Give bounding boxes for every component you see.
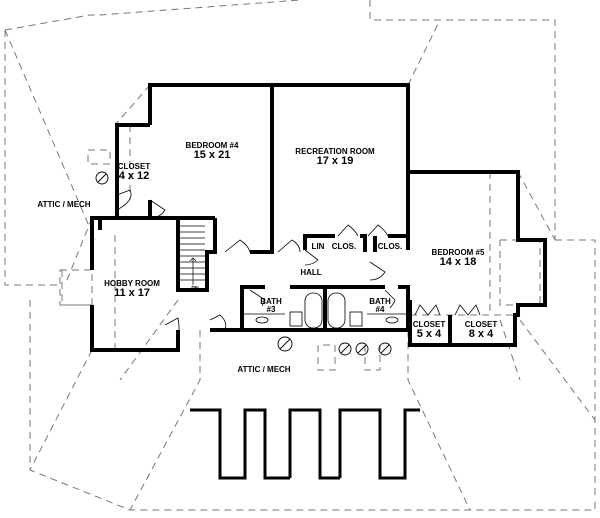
walls [90, 83, 547, 352]
recreation-name: RECREATION ROOM [295, 147, 375, 156]
bath3-label: BATH#3 [260, 297, 282, 315]
closet-left-walls [115, 123, 150, 215]
stair-treads [180, 225, 205, 285]
vent-icons [95, 171, 392, 356]
bedroom5-name: BEDROOM #5 [431, 248, 485, 257]
bath4-label: BATH#4 [369, 297, 391, 315]
bedroom4-walls [148, 83, 410, 250]
bedroom5-walls [408, 170, 547, 347]
hobby-walls [90, 216, 215, 270]
bedroom4-size: 15 x 21 [193, 149, 231, 162]
clos2-label: CLOS. [377, 242, 403, 251]
closet-b-name: CLOSET [464, 320, 498, 329]
stair-down-label: DN [191, 286, 199, 292]
attic-bottom-label: ATTIC / MECH [237, 365, 291, 374]
stair-walls [176, 218, 217, 292]
attic-legs [190, 408, 420, 480]
attic-left-label: ATTIC / MECH [37, 200, 91, 209]
closet-a-name: CLOSET [412, 320, 446, 329]
closet-left-size: 4 x 12 [118, 170, 150, 183]
lin-label: LIN [311, 242, 325, 251]
hobby-size: 11 x 17 [113, 287, 151, 300]
closet-b-size: 8 x 4 [468, 328, 494, 341]
door-swings [116, 189, 481, 336]
bath4-num: #4 [375, 305, 385, 315]
bath-fixtures [243, 292, 408, 329]
hobby-name: HOBBY ROOM [104, 279, 160, 288]
bedroom5-size: 14 x 18 [439, 256, 477, 269]
bath3-num: #3 [266, 305, 276, 315]
bath4-name: BATH [369, 297, 391, 306]
recreation-size: 17 x 19 [316, 155, 354, 168]
clos1-label: CLOS. [331, 242, 357, 251]
closet-left-name: CLOSET [117, 162, 151, 171]
bath-walls [240, 285, 265, 330]
bath3-name: BATH [260, 297, 282, 306]
hall-label: HALL [300, 268, 322, 277]
bedroom4-name: BEDROOM #4 [185, 141, 239, 150]
closets-walls [303, 234, 335, 250]
closet-a-size: 5 x 4 [416, 328, 442, 341]
